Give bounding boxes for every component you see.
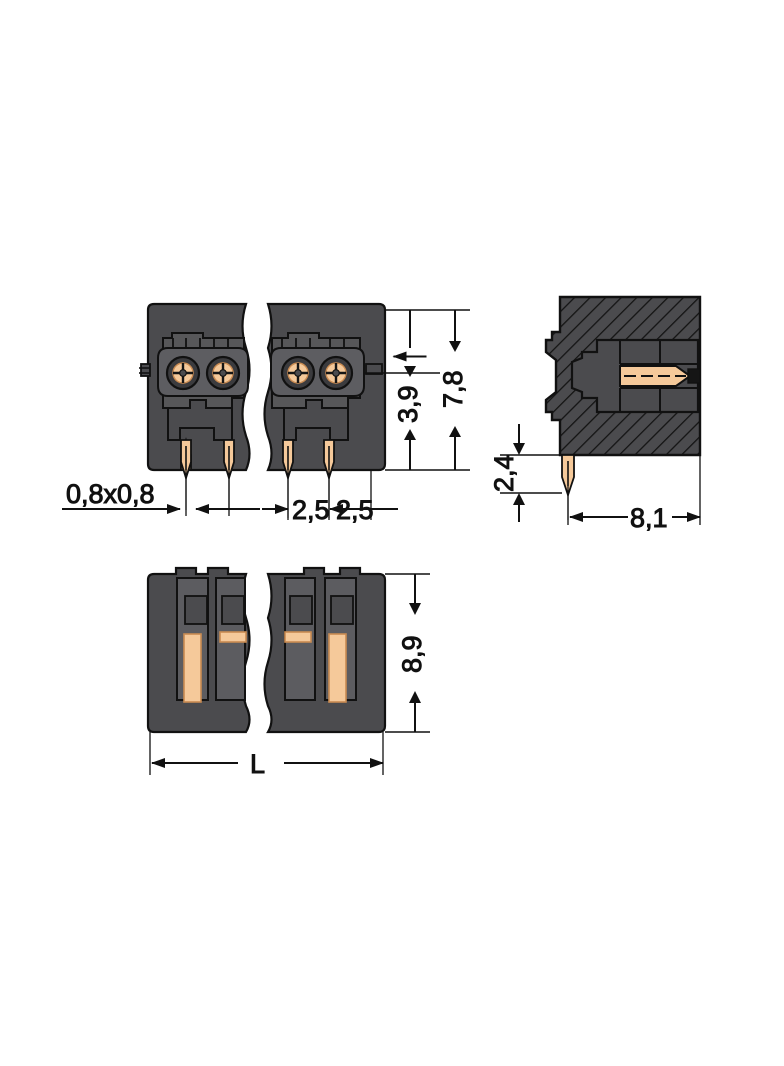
dim-housing-depth <box>567 455 701 525</box>
conductor-port-4 <box>318 355 354 391</box>
housing-side-nub-right <box>365 363 383 375</box>
dim-clamp-height <box>392 310 427 470</box>
bottom-slot-1-window <box>184 595 208 625</box>
section-solder-pin <box>561 454 575 520</box>
section-contact-tip <box>687 368 701 384</box>
conductor-port-2 <box>205 355 241 391</box>
dim-label-8-9: 8,9 <box>397 635 427 673</box>
solder-pins-front <box>180 437 335 518</box>
bottom-contact-2 <box>219 631 247 643</box>
front-view-dimensions: 3,9 7,8 0,8x0,8 2,5 2,5 <box>62 309 470 526</box>
dim-overall-length <box>149 732 384 775</box>
dim-label-2-4: 2,4 <box>489 454 519 492</box>
dim-label-8-1: 8,1 <box>630 503 668 533</box>
dim-label-3-9: 3,9 <box>393 385 423 423</box>
section-view-dimensions: 2,4 8,1 <box>489 424 701 534</box>
dim-label-0-8x0-8: 0,8x0,8 <box>66 479 155 509</box>
section-male-contact <box>619 365 692 387</box>
dim-label-7-8: 7,8 <box>438 370 468 408</box>
section-internal-ledges <box>619 340 698 412</box>
front-housing-left <box>139 302 251 472</box>
dim-pin-horizontals <box>62 470 398 520</box>
dim-housing-width <box>409 574 421 732</box>
bottom-slot-2 <box>215 577 247 701</box>
front-view <box>139 302 387 518</box>
conductor-port-1 <box>165 355 201 391</box>
dim-pin-length <box>513 424 525 522</box>
bottom-slot-2-window <box>221 595 245 625</box>
bottom-slot-4-window <box>330 595 354 625</box>
bottom-view <box>146 566 387 734</box>
conductor-port-3 <box>280 355 316 391</box>
bottom-slot-4 <box>324 577 357 703</box>
bottom-contact-4 <box>328 633 347 703</box>
bottom-contact-3 <box>284 631 312 643</box>
bottom-slot-3-window <box>289 595 313 625</box>
bottom-view-dimensions: 8,9 L <box>149 573 430 780</box>
bottom-slot-1 <box>176 577 209 703</box>
front-housing-right <box>263 302 387 472</box>
dim-label-2-5-right: 2,5 <box>336 495 374 525</box>
dim-housing-height <box>449 310 461 470</box>
dim-label-2-5-left: 2,5 <box>292 495 330 525</box>
bottom-slot-3 <box>284 577 316 701</box>
bottom-contact-1 <box>183 633 202 703</box>
dim-label-L: L <box>250 749 265 779</box>
housing-side-nub-left <box>140 363 151 377</box>
section-view <box>544 295 702 520</box>
